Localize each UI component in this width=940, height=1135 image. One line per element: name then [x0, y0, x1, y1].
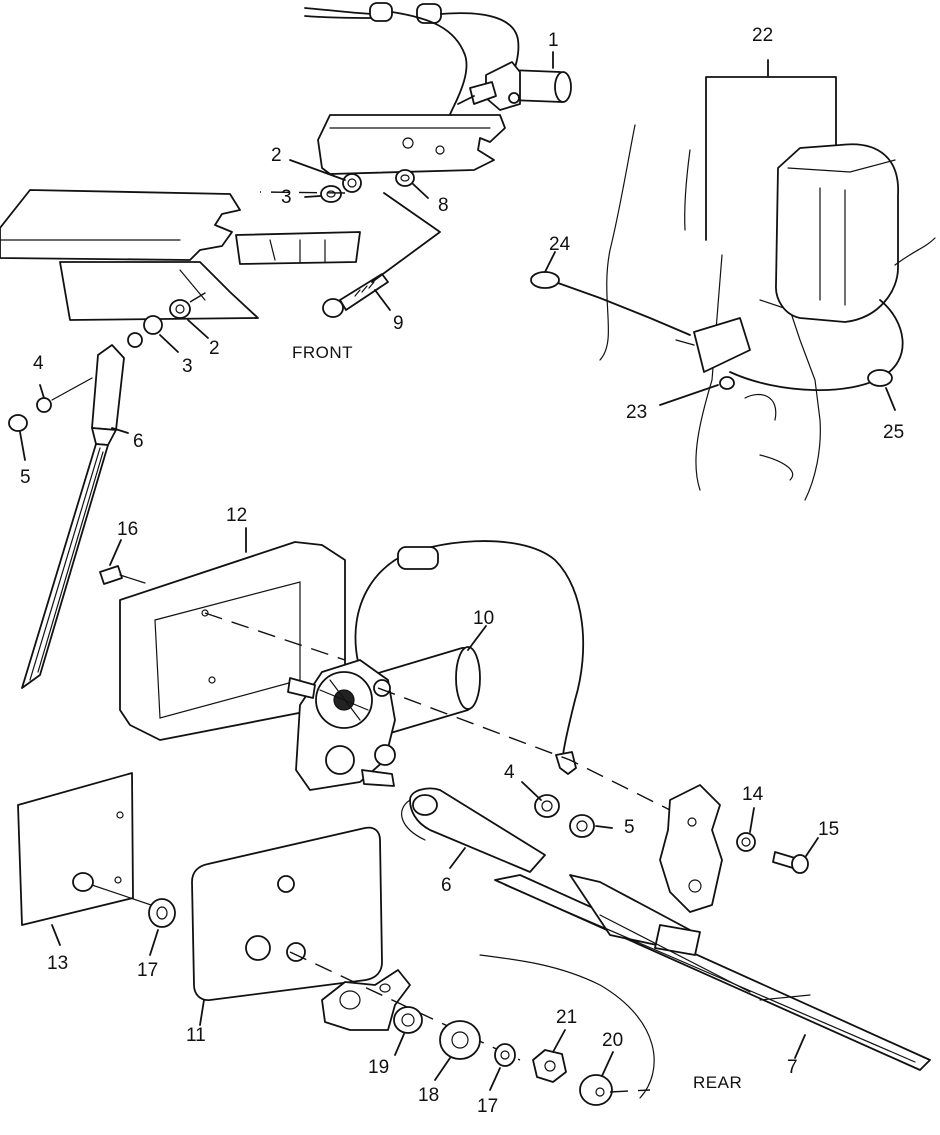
nut-21	[532, 1049, 567, 1083]
rear-wiper-blade	[494, 874, 931, 1071]
front-cowl-bracket	[317, 114, 506, 175]
callout-25: 25	[883, 422, 904, 443]
washer-2-upper	[342, 173, 362, 193]
front-wiper-motor	[457, 61, 572, 111]
front-wiper-assembly	[0, 2, 572, 689]
nut-3-upper	[320, 185, 342, 203]
callout-4: 4	[33, 353, 44, 374]
callout-8: 8	[438, 195, 449, 216]
rear-mount-plate-11	[191, 826, 383, 1001]
callout-5: 5	[20, 467, 31, 488]
rear-wiper-arm	[401, 787, 546, 873]
callout-13: 13	[47, 953, 68, 974]
screw-16	[99, 565, 123, 585]
rear-label: REAR	[693, 1073, 742, 1092]
callout-21: 21	[556, 1007, 577, 1028]
callout-24: 24	[549, 234, 571, 255]
callout-20: 20	[602, 1030, 623, 1051]
rear-wiper-motor	[287, 646, 481, 791]
rear-mount-gasket	[659, 784, 723, 913]
hose-connector-25	[867, 369, 893, 387]
rear-backing-plate-13	[17, 772, 134, 926]
callout-16: 16	[117, 519, 138, 540]
rear-cable-terminal	[555, 751, 577, 775]
callout-5: 5	[624, 817, 635, 838]
nut-3-lower	[143, 315, 163, 335]
front-label: FRONT	[292, 343, 353, 362]
washer-nozzle-24	[530, 271, 560, 289]
washer-4-front	[36, 397, 52, 413]
callout-10: 10	[473, 608, 494, 629]
callout-11: 11	[186, 1025, 206, 1046]
callout-4: 4	[504, 762, 515, 783]
callout-15: 15	[818, 819, 839, 840]
nut-5-front	[8, 414, 28, 432]
washer-17-right	[494, 1043, 516, 1067]
callout-7: 7	[787, 1057, 798, 1078]
bolt-9	[322, 273, 389, 318]
washer-8	[395, 169, 415, 187]
callout-6: 6	[441, 875, 452, 896]
rear-harness-connector	[397, 546, 439, 570]
callout-2: 2	[209, 338, 220, 359]
callout-6: 6	[133, 431, 144, 452]
washer-reservoir	[775, 143, 899, 323]
callout-2: 2	[271, 145, 282, 166]
callout-3: 3	[182, 356, 193, 377]
callout-17: 17	[137, 960, 158, 981]
nut-5-rear	[569, 814, 595, 838]
reservoir-mount-bracket	[693, 317, 751, 373]
bushing-19	[393, 1006, 423, 1034]
callout-23: 23	[626, 402, 647, 423]
washer-14	[736, 832, 756, 852]
washer-reservoir-assembly	[530, 59, 936, 501]
washer-17-left	[148, 898, 176, 928]
rear-wiper-assembly	[17, 540, 931, 1106]
front-lower-panel	[0, 189, 361, 321]
front-wiper-arm	[21, 344, 125, 689]
callout-1: 1	[548, 30, 559, 51]
callout-3: 3	[281, 187, 292, 208]
washer-18	[439, 1020, 481, 1060]
callout-17: 17	[477, 1096, 498, 1117]
callout-22: 22	[752, 25, 773, 46]
callout-12: 12	[226, 505, 247, 526]
leader-lines	[19, 51, 896, 1091]
callout-9: 9	[393, 313, 404, 334]
washer-2-lower	[169, 299, 191, 319]
callout-14: 14	[742, 784, 764, 805]
callout-18: 18	[418, 1085, 439, 1106]
callout-labels: 1 2 2 3 3 4 5 6 8 9 22 24 23 25 16 12 10…	[20, 25, 904, 1117]
front-connector-left	[369, 2, 393, 22]
callout-19: 19	[368, 1057, 389, 1078]
screw-23	[719, 376, 735, 390]
